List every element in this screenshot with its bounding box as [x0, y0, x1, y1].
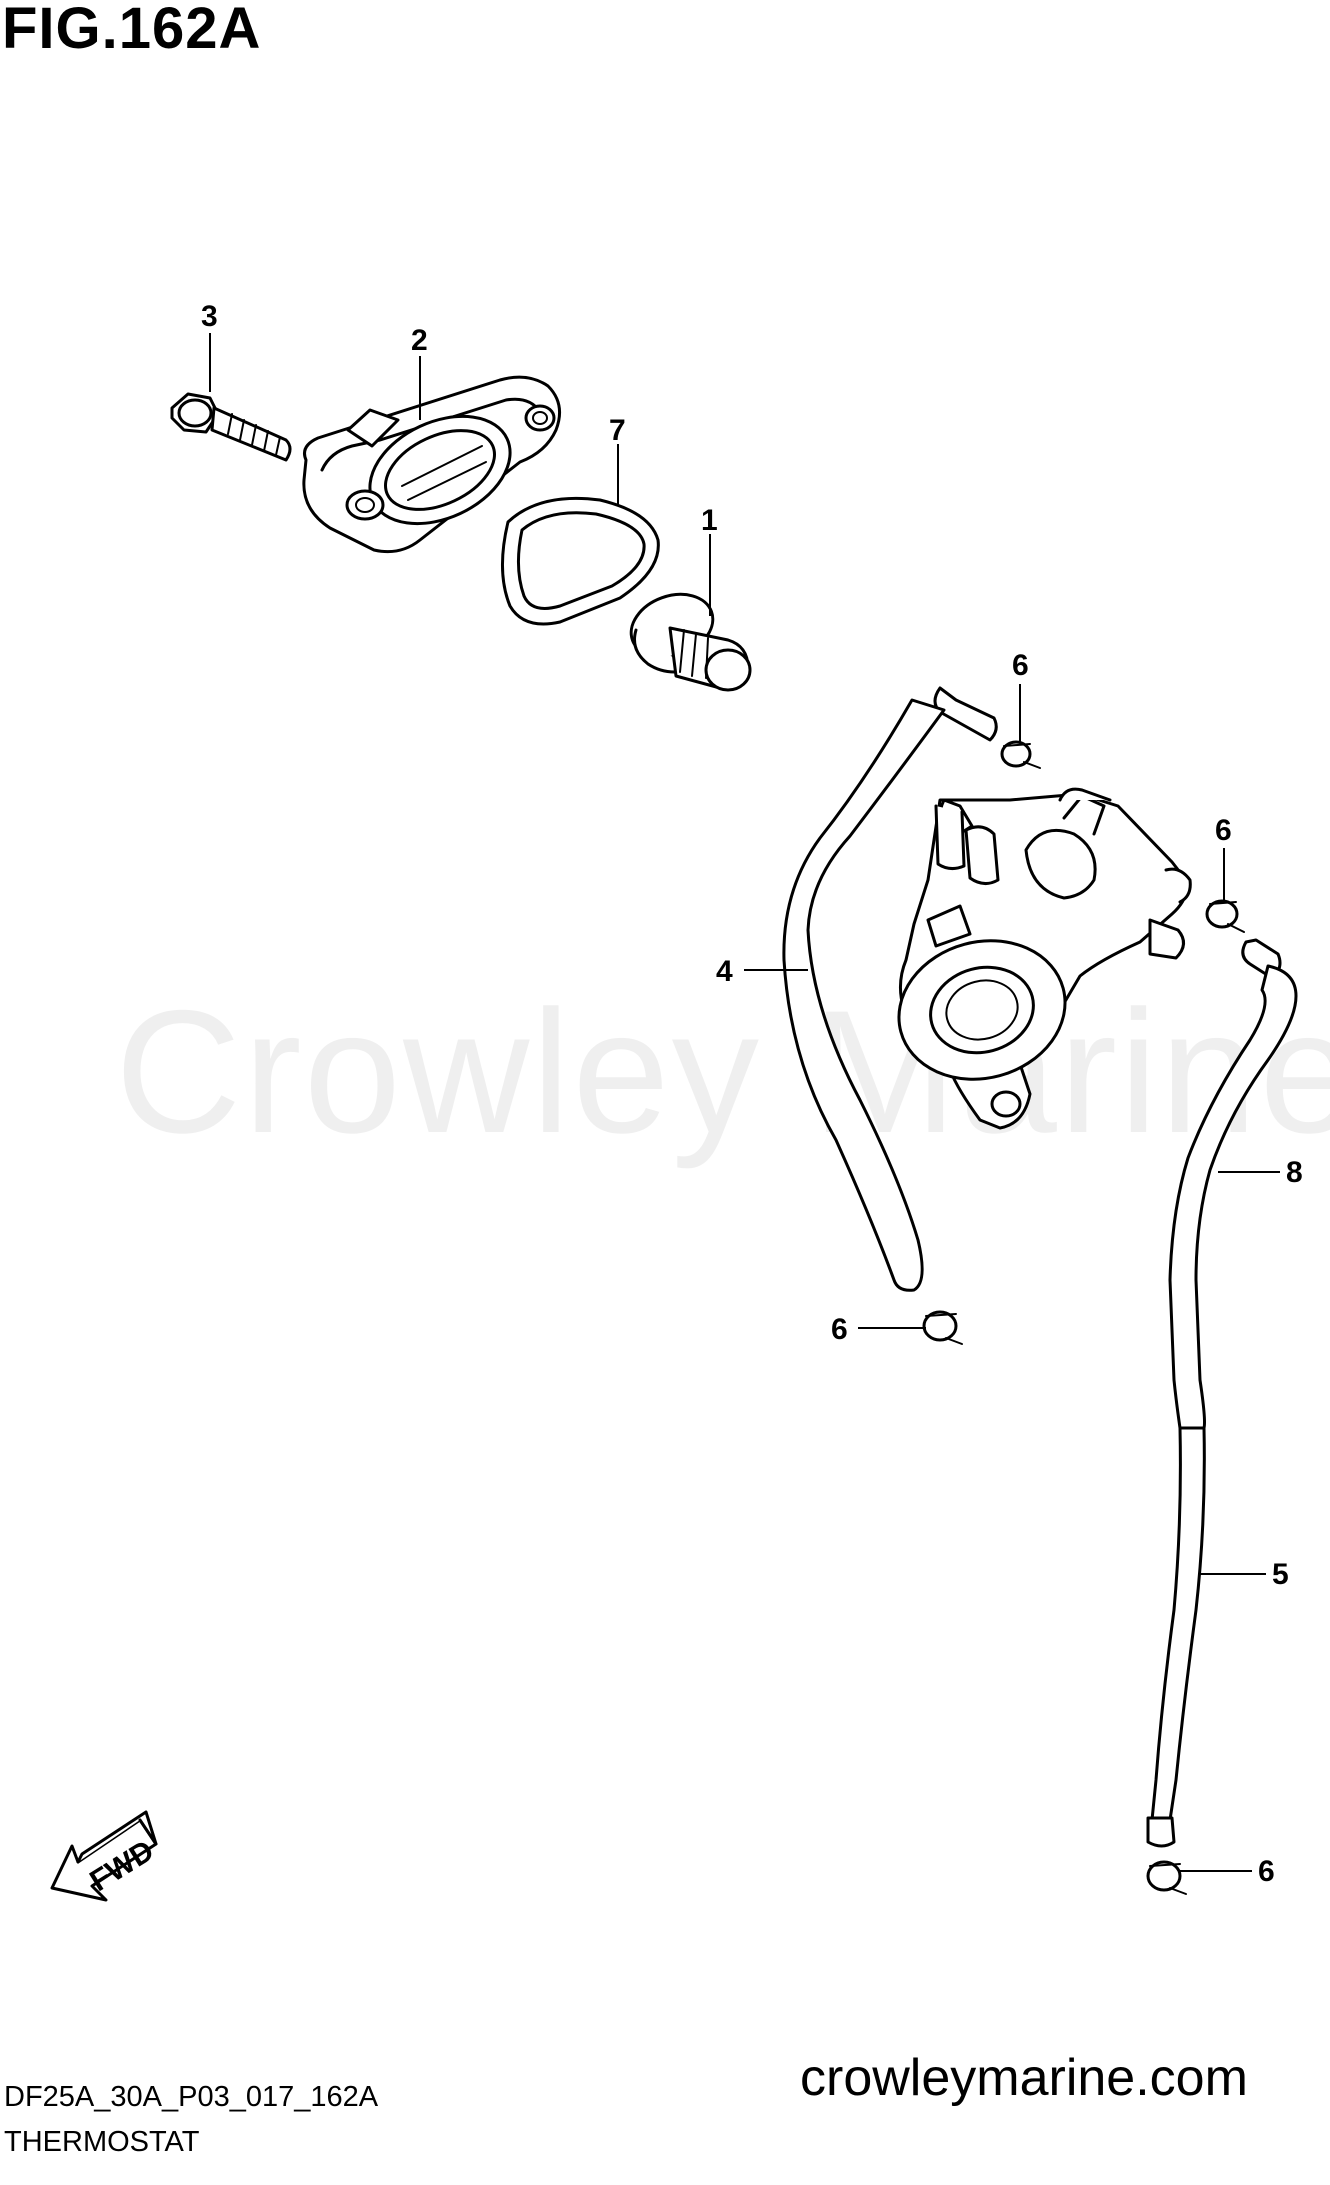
- thermostat-part[interactable]: [622, 583, 752, 692]
- right-hose-part[interactable]: [1168, 938, 1298, 1430]
- callout-labels: 3 2 7 1 6 6 4 8 6 5 6: [201, 300, 1303, 1888]
- hose-clip-part-middle[interactable]: [922, 1310, 963, 1345]
- callout-1: 1: [701, 504, 718, 537]
- figure-title: FIG.162A: [2, 0, 262, 61]
- callout-2: 2: [411, 324, 428, 357]
- section-name: THERMOSTAT: [4, 2126, 200, 2158]
- lower-hose-part[interactable]: [1146, 1426, 1206, 1848]
- hose-clip-part-right[interactable]: [1205, 899, 1245, 933]
- hose-clip-part-top[interactable]: [1000, 740, 1041, 769]
- upper-hose-part[interactable]: [782, 686, 998, 1292]
- callout-3: 3: [201, 300, 218, 333]
- callout-6-top: 6: [1012, 649, 1029, 682]
- diagram-code: DF25A_30A_P03_017_162A: [4, 2081, 379, 2113]
- website-label: crowleymarine.com: [800, 2049, 1248, 2107]
- callout-8: 8: [1286, 1156, 1303, 1189]
- leader-lines: [209, 333, 1280, 1872]
- callout-4: 4: [716, 955, 733, 988]
- watermark: Crowley Marine: [115, 975, 1330, 1170]
- bolt-part[interactable]: [170, 392, 292, 462]
- callout-6-right: 6: [1215, 814, 1232, 847]
- hose-clip-part-bottom[interactable]: [1146, 1860, 1187, 1895]
- thermostat-housing: [897, 787, 1192, 1130]
- callout-6-bottom: 6: [1258, 1855, 1275, 1888]
- thermostat-cover-part[interactable]: [302, 375, 562, 554]
- callout-5: 5: [1272, 1558, 1289, 1591]
- callout-6-middle: 6: [831, 1313, 848, 1346]
- forward-direction-arrow: FWD: [50, 1810, 160, 1902]
- gasket-part[interactable]: [501, 496, 660, 626]
- callout-7: 7: [609, 414, 626, 447]
